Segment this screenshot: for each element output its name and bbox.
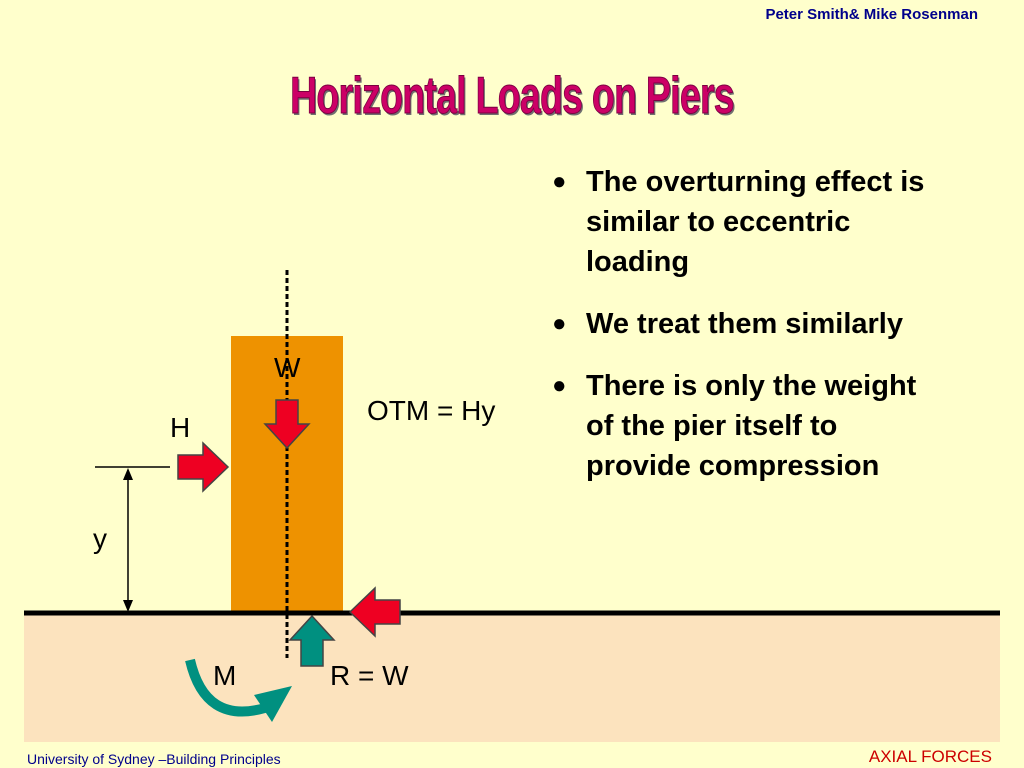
label-w: W	[274, 352, 301, 383]
bullet-dot-icon: ●	[552, 372, 567, 399]
label-h: H	[170, 412, 190, 443]
footer-topic: AXIAL FORCES	[868, 747, 992, 766]
label-m: M	[213, 660, 236, 691]
bullet-list: ● The overturning effect is similar to ec…	[548, 162, 928, 508]
bullet-text: The overturning effect is similar to ecc…	[586, 166, 925, 278]
ground-area	[24, 614, 1000, 742]
bullet-item: ● The overturning effect is similar to ec…	[548, 162, 928, 282]
slide-title: Horizontal Loads on Piers	[290, 67, 735, 126]
horizontal-load-arrow	[177, 441, 230, 493]
weight-arrow	[263, 399, 311, 450]
moment-arrow	[185, 658, 267, 717]
label-y: y	[93, 523, 107, 554]
bullet-item: ● There is only the weight of the pier it…	[548, 366, 928, 486]
base-resistance-arrow	[348, 586, 401, 638]
bullet-dot-icon: ●	[552, 310, 567, 337]
dimension-arrowhead-bottom	[123, 600, 133, 612]
bullet-text: There is only the weight of the pier its…	[586, 370, 917, 482]
footer-institution: University of Sydney –Building Principle…	[27, 751, 281, 767]
bullet-text: We treat them similarly	[586, 308, 903, 340]
label-otm: OTM = Hy	[367, 395, 495, 426]
bullet-item: ● We treat them similarly	[548, 304, 928, 344]
reaction-arrow	[288, 614, 336, 667]
authors-credit: Peter Smith& Mike Rosenman	[765, 6, 978, 23]
dimension-arrowhead-top	[123, 468, 133, 480]
bullet-dot-icon: ●	[552, 168, 567, 195]
moment-arrowhead	[254, 686, 292, 722]
label-r: R = W	[330, 660, 409, 691]
